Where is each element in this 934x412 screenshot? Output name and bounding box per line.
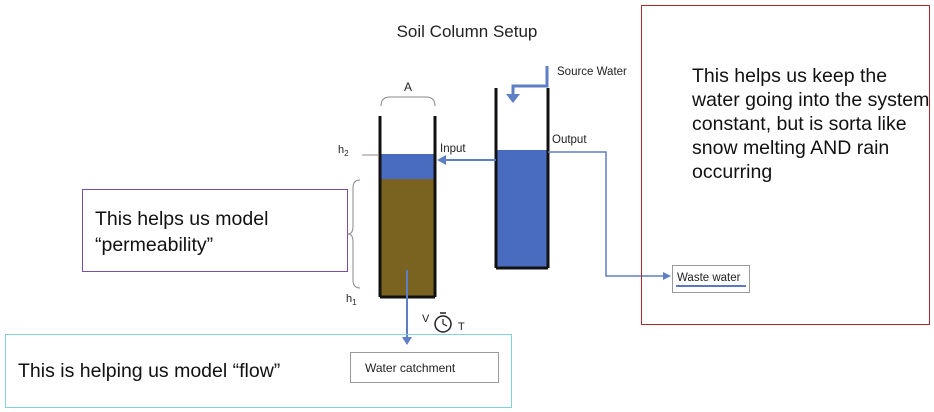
output-line (548, 151, 671, 280)
permeability-note-text: This helps us model “permeability” (95, 208, 269, 256)
permeability-callout (82, 189, 348, 272)
area-bracket (380, 96, 436, 107)
source-water-arrow (506, 66, 549, 103)
time-label: T (458, 321, 465, 333)
source-water-label: Source Water (557, 66, 627, 78)
flow-note-text: This is helping us model “flow” (18, 360, 281, 382)
water-catchment-box: Water catchment (350, 352, 499, 383)
drain-arrow (402, 270, 412, 345)
source-note-callout (641, 5, 930, 325)
input-label: Input (440, 143, 466, 155)
stopwatch-icon (434, 312, 452, 333)
area-label: A (404, 80, 412, 94)
soil-column (378, 116, 437, 299)
water-catchment-label: Water catchment (365, 360, 456, 375)
diagram-title: Soil Column Setup (397, 22, 538, 41)
waste-water-box: Waste water (672, 265, 750, 293)
reservoir-column (494, 88, 550, 270)
output-label: Output (552, 134, 587, 146)
waste-water-label: Waste water (677, 272, 741, 284)
soil-height-brace (347, 179, 361, 289)
volume-label: V (422, 313, 430, 325)
source-note-text: This helps us keep the water going into … (692, 65, 930, 183)
ponded-water (381, 154, 434, 179)
reservoir-water (497, 150, 548, 267)
input-arrow (437, 155, 496, 165)
waste-water-underline (676, 285, 746, 287)
head-upper-label: h2 (338, 144, 349, 158)
flow-callout (5, 334, 512, 408)
head-lower-label: h1 (346, 293, 357, 307)
